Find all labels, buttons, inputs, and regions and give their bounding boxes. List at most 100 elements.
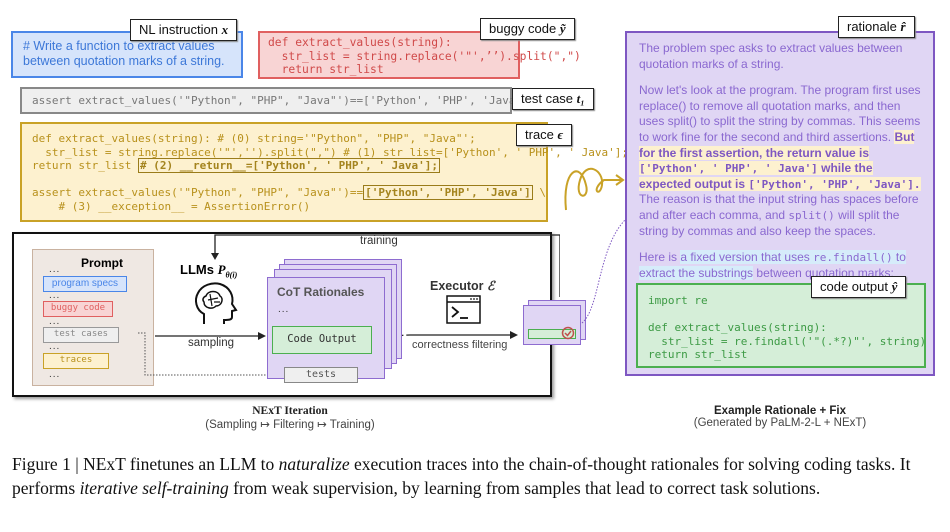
ellipsis: ... (49, 316, 61, 327)
cot-card-front: CoT Rationales ... Code Output (267, 277, 385, 379)
tag-label: test case (521, 91, 574, 106)
left-subcaption-title: NExT Iteration (252, 405, 328, 417)
filtered-code-output (528, 329, 576, 339)
rationale-text: But for the first assertion, the return … (639, 129, 915, 160)
right-subcaption: Example Rationale + Fix (Generated by Pa… (630, 405, 930, 429)
caption-emphasis: naturalize (278, 454, 350, 474)
tag-label: buggy code (489, 21, 557, 36)
trace-code: \ (532, 186, 546, 199)
executor-label: Executor ℰ (430, 278, 495, 294)
code-line: str_list = re.findall('"(.*?)"', string) (648, 334, 927, 348)
rationale-text: The reason is that the input string has … (639, 192, 919, 222)
rationale-text: Here is (639, 250, 681, 265)
rationale-text: will split the string by commas and also… (639, 207, 900, 238)
nl-instruction-text: # Write a function to extract values bet… (23, 39, 225, 68)
trace-code: assert extract_values('"Python", "PHP", … (32, 186, 364, 199)
trace-box: def extract_values(string): # (0) string… (20, 122, 628, 222)
trace-code: return str_list (32, 159, 138, 172)
test-case-tag: test case t₁ (512, 88, 594, 110)
sampling-arrowhead (258, 332, 266, 340)
rationale-paragraph: The problem spec asks to extract values … (639, 41, 903, 71)
trace-expected-highlight: ['Python', 'PHP', 'Java'] (363, 185, 533, 200)
caption-emphasis: iterative self-training (79, 478, 229, 498)
buggy-code-tag: buggy code ỹ (480, 18, 575, 40)
rationale-code: ['Python', ' PHP', ' Java'] (639, 162, 818, 176)
test-case-text: assert extract_values('"Python", "PHP", … (32, 94, 529, 107)
trace-line: return str_list # (2) __return__=['Pytho… (32, 158, 536, 173)
check-circle-icon (561, 326, 575, 340)
code-line: str_list = string.replace('"',’’).split(… (268, 49, 581, 63)
code-line: return str_list (268, 63, 384, 76)
tag-label: code output (820, 279, 888, 294)
trace-return-highlight: # (2) __return__=['Python', ' PHP', ' Ja… (137, 158, 440, 173)
prompt-item-traces: traces (43, 353, 109, 369)
figure-label: Figure 1 | (12, 454, 84, 474)
rationale-tag: rationale r̂ (838, 16, 915, 38)
executor-symbol: ℰ (486, 279, 495, 293)
training-label: training (360, 235, 398, 247)
filtered-card-front (523, 305, 581, 345)
code-line: def extract_values(string): (268, 36, 452, 49)
terminal-icon (446, 295, 481, 324)
prompt-title: Prompt (81, 256, 123, 270)
training-arrowhead (211, 253, 219, 260)
training-arrow (214, 234, 560, 297)
test-case-box: assert extract_values('"Python", "PHP", … (20, 87, 529, 114)
test-cases-dotted-line (138, 332, 284, 376)
rationale-code: split() (788, 208, 835, 222)
rationale-code: ['Python', 'PHP', 'Java']. (748, 177, 921, 191)
ellipsis: ... (278, 304, 290, 315)
filtering-label: correctness filtering (412, 339, 508, 351)
figure-caption: Figure 1 | NExT finetunes an LLM to natu… (12, 452, 942, 500)
left-subcaption: NExT Iteration (Sampling ↦ Filtering ↦ T… (150, 405, 430, 431)
rationale-code: re.findall() (813, 251, 893, 265)
code-line: return str_list (648, 348, 748, 361)
ellipsis: ... (49, 290, 61, 301)
ellipsis: ... (49, 341, 61, 352)
ellipsis: ... (49, 369, 61, 380)
tests-chip: tests (284, 367, 358, 383)
rationale-text: Now let's look at the program. The progr… (639, 83, 921, 144)
rationale-paragraph: Now let's look at the program. The progr… (639, 83, 921, 239)
caption-text: NExT finetunes an LLM to (83, 454, 279, 474)
code-line: import re (648, 294, 708, 307)
tag-symbol: x (221, 22, 229, 37)
buggy-code-box: def extract_values(string): str_list = s… (258, 31, 581, 79)
prompt-item-program-specs: program specs (43, 276, 127, 292)
code-output-box: import re def extract_values(string): st… (636, 283, 926, 368)
cot-code-output: Code Output (272, 326, 372, 354)
tag-symbol: ϵ (557, 127, 564, 142)
caption-text: from weak supervision, by learning from … (228, 478, 821, 498)
sampling-label: sampling (188, 337, 235, 349)
llm-subscript: θ(i) (225, 270, 238, 280)
rationale-text: while the expected output is (639, 161, 873, 191)
prompt-item-buggy-code: buggy code (43, 301, 113, 317)
trace-line: assert extract_values('"Python", "PHP", … (32, 185, 546, 200)
trace-line: def extract_values(string): # (0) string… (32, 132, 476, 145)
nl-instruction-tag: NL instruction x (130, 19, 238, 41)
brain-head-icon (195, 282, 238, 324)
rationale-text: a fixed version that uses (680, 250, 814, 265)
tag-symbol: r̂ (900, 19, 906, 34)
trace-tag: trace ϵ (516, 124, 573, 146)
cot-title: CoT Rationales (277, 285, 365, 299)
tag-label: NL instruction (139, 22, 218, 37)
right-subcaption-title: Example Rationale + Fix (714, 405, 846, 417)
executor-text: Executor (430, 279, 484, 293)
tag-symbol: ỹ (559, 21, 566, 36)
dotted-connector (581, 219, 626, 324)
code-line: def extract_values(string): (648, 321, 827, 334)
filtering-arrowhead (510, 331, 518, 339)
tag-label: rationale (847, 19, 897, 34)
prompt-box: Prompt ... program specs ... buggy code … (32, 249, 154, 386)
tag-label: trace (525, 127, 554, 142)
trace-line: # (3) __exception__ = AssertionError() (32, 199, 311, 213)
code-output-tag: code output ŷ (811, 276, 907, 298)
right-subcaption-sub: (Generated by PaLM-2-L + NExT) (693, 417, 867, 429)
llm-text: LLMs (180, 262, 214, 277)
caption-text: execution traces into the chain-of-thoug… (12, 454, 911, 498)
llm-symbol: P (217, 262, 226, 277)
llm-label: LLMs Pθ(i) (180, 262, 237, 280)
curly-arrow-icon (564, 167, 625, 211)
prompt-item-test-cases: test cases (43, 327, 119, 343)
